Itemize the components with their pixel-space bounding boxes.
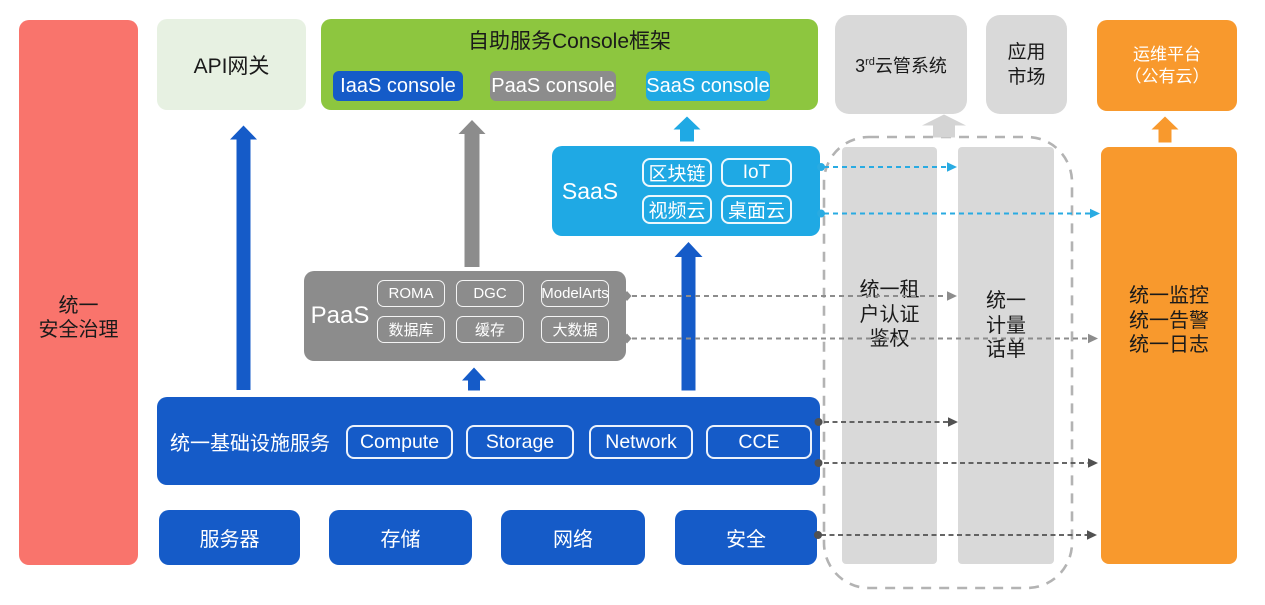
third-party-cloud-mgmt-box: 3rd云管系统 bbox=[835, 15, 967, 114]
paas-label: PaaS bbox=[310, 302, 370, 329]
tenant-auth-line-1: 统一租 bbox=[859, 279, 920, 301]
third-party-prefix: 3 bbox=[855, 55, 866, 76]
metering-pillar: 统一 计量 话单 bbox=[958, 147, 1054, 564]
app-market-line-2: 市场 bbox=[1007, 66, 1046, 88]
api-gateway-box: API网关 bbox=[157, 19, 306, 110]
paas-console-button: PaaS console bbox=[490, 71, 616, 101]
paas-chip-database: 数据库 bbox=[377, 316, 445, 343]
infra-chip-compute: Compute bbox=[346, 425, 453, 459]
tenant-auth-pillar: 统一租 户认证 鉴权 bbox=[842, 147, 937, 564]
paas-chip-cache: 缓存 bbox=[456, 316, 524, 343]
monitoring-line-1: 统一监控 bbox=[1129, 285, 1209, 307]
api-gateway-label: API网关 bbox=[193, 54, 270, 78]
app-market-label: 应用 市场 bbox=[1007, 40, 1045, 90]
connector-arrowhead-saas-1 bbox=[947, 162, 957, 172]
hardware-storage-box: 存储 bbox=[329, 510, 472, 565]
iaas-console-button: IaaS console bbox=[333, 71, 463, 101]
saas-chip-desktop-cloud: 桌面云 bbox=[721, 195, 792, 224]
paas-chip-dgc: DGC bbox=[456, 280, 524, 307]
paas-chip-bigdata: 大数据 bbox=[541, 316, 609, 343]
tenant-auth-line-3: 鉴权 bbox=[869, 328, 910, 350]
arrow-infra-to-saas bbox=[674, 242, 703, 391]
arrow-infra-to-api-gateway bbox=[230, 125, 257, 390]
security-bar-line-2: 安全治理 bbox=[38, 318, 119, 341]
monitoring-label: 统一监控 统一告警 统一日志 bbox=[1101, 284, 1237, 358]
paas-chip-roma: ROMA bbox=[377, 280, 445, 307]
hardware-security-box: 安全 bbox=[675, 510, 817, 565]
connector-arrowhead-infra-2 bbox=[1088, 458, 1098, 468]
arrow-paas-to-console bbox=[458, 120, 486, 267]
monitoring-line-3: 统一日志 bbox=[1129, 334, 1209, 356]
connector-arrowhead-paas-1 bbox=[947, 291, 957, 301]
saas-console-button: SaaS console bbox=[646, 71, 770, 101]
monitoring-line-2: 统一告警 bbox=[1129, 309, 1209, 332]
monitoring-pillar: 统一监控 统一告警 统一日志 bbox=[1101, 147, 1237, 564]
infra-chip-network: Network bbox=[589, 425, 693, 459]
infra-chip-cce: CCE bbox=[706, 425, 812, 459]
ops-platform-box: 运维平台 （公有云） bbox=[1097, 20, 1237, 111]
hardware-network-box: 网络 bbox=[501, 510, 645, 565]
unified-security-governance-bar: 统一 安全治理 bbox=[19, 20, 138, 565]
self-service-console-frame: 自助服务Console框架 IaaS console PaaS console … bbox=[321, 19, 818, 110]
paas-box: PaaS ROMA DGC ModelArts 数据库 缓存 大数据 bbox=[304, 271, 626, 361]
infra-chip-storage: Storage bbox=[466, 425, 574, 459]
arrow-infra-to-paas bbox=[462, 367, 486, 391]
arrow-monitor-to-ops bbox=[1151, 116, 1179, 143]
metering-label: 统一 计量 话单 bbox=[958, 289, 1054, 363]
ops-platform-line-1: 运维平台 bbox=[1133, 44, 1201, 64]
saas-chip-iot: IoT bbox=[721, 158, 792, 187]
saas-label: SaaS bbox=[561, 177, 619, 204]
third-party-superscript: rd bbox=[865, 55, 875, 68]
saas-chip-blockchain: 区块链 bbox=[642, 158, 712, 187]
metering-line-3: 话单 bbox=[986, 339, 1026, 361]
tenant-auth-label: 统一租 户认证 鉴权 bbox=[842, 278, 937, 352]
hardware-server-box: 服务器 bbox=[159, 510, 300, 565]
third-party-rest: 云管系统 bbox=[874, 55, 947, 76]
ops-platform-line-2: （公有云） bbox=[1124, 66, 1210, 86]
ops-platform-label: 运维平台 （公有云） bbox=[1125, 44, 1210, 88]
connector-arrowhead-security bbox=[1087, 530, 1097, 540]
tenant-auth-line-2: 户认证 bbox=[859, 303, 920, 326]
security-bar-line-1: 统一 bbox=[58, 294, 99, 317]
connector-arrowhead-paas-2 bbox=[1088, 333, 1098, 344]
connector-arrowhead-infra-1 bbox=[948, 417, 958, 427]
arrow-saas-to-saas-console bbox=[673, 116, 701, 142]
console-frame-title: 自助服务Console框架 bbox=[467, 30, 672, 53]
connector-arrowhead-saas-2 bbox=[1090, 208, 1100, 219]
arrow-container-to-third-party bbox=[922, 114, 966, 138]
metering-line-1: 统一 bbox=[986, 290, 1026, 312]
saas-chip-video-cloud: 视频云 bbox=[642, 195, 712, 224]
paas-chip-modelarts: ModelArts bbox=[541, 280, 609, 307]
app-market-line-1: 应用 bbox=[1007, 41, 1046, 63]
third-party-cloud-mgmt-label: 3rd云管系统 bbox=[855, 52, 947, 78]
saas-box: SaaS 区块链 IoT 视频云 桌面云 bbox=[552, 146, 820, 236]
metering-line-2: 计量 bbox=[986, 314, 1026, 337]
unified-security-governance-label: 统一 安全治理 bbox=[39, 294, 119, 342]
unified-infrastructure-label: 统一基础设施服务 bbox=[170, 432, 330, 455]
unified-infrastructure-box: 统一基础设施服务 Compute Storage Network CCE bbox=[157, 397, 820, 485]
app-market-box: 应用 市场 bbox=[986, 15, 1067, 114]
